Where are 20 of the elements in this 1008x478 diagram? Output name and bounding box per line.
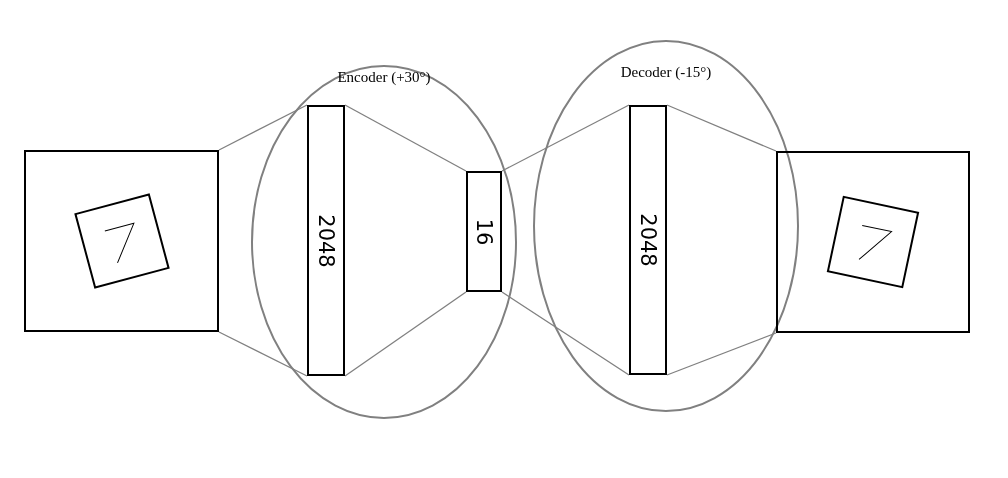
layer-box	[466, 171, 502, 292]
connector-line	[501, 291, 630, 376]
layer-size: 2048	[636, 213, 660, 267]
connector-line	[666, 104, 777, 152]
layer-box	[629, 105, 667, 375]
group-label: Encoder (+30°)	[337, 69, 431, 86]
image-frame	[24, 150, 219, 332]
connector-line	[501, 104, 630, 172]
connector-line	[666, 332, 777, 376]
layer-size: 2048	[314, 213, 338, 268]
group-label: Decoder (-15°)	[620, 64, 712, 81]
layer-size: 16	[472, 218, 496, 245]
encoder-ellipse	[251, 65, 517, 419]
image-frame	[776, 151, 970, 333]
connector-line	[218, 331, 308, 377]
connector-line	[344, 291, 467, 377]
connector-line	[218, 104, 308, 151]
connector-line	[344, 104, 467, 172]
decoder-ellipse	[533, 40, 799, 412]
layer-box	[307, 105, 345, 376]
